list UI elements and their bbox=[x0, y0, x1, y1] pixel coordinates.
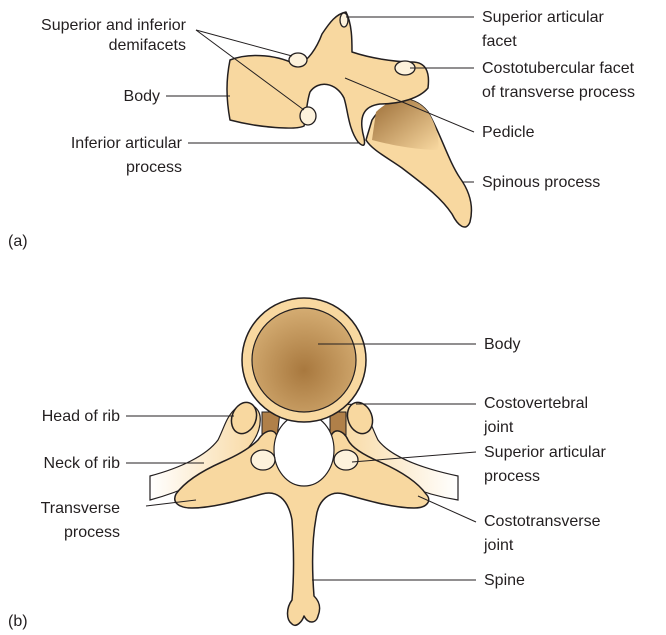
label-superior-facet-line1: Superior articular bbox=[482, 9, 605, 26]
label-costotubercular-line2: of transverse process bbox=[482, 84, 635, 101]
label-superior-articular-line1: Superior articular bbox=[484, 444, 607, 461]
label-body-a: Body bbox=[124, 88, 160, 105]
label-costotubercular-line1: Costotubercular facet bbox=[482, 60, 635, 77]
inferior-demifacet-shape bbox=[300, 107, 316, 125]
label-spinous-process: Spinous process bbox=[482, 174, 600, 191]
panel-a-tag: (a) bbox=[8, 233, 28, 250]
left-superior-articular-process bbox=[251, 450, 275, 470]
label-head-of-rib: Head of rib bbox=[42, 408, 120, 425]
pedicle-shading bbox=[372, 99, 439, 150]
label-demifacets-line2: demifacets bbox=[109, 37, 186, 54]
label-neck-of-rib: Neck of rib bbox=[44, 455, 121, 472]
label-costovertebral-line2: joint bbox=[483, 419, 514, 436]
demifacets-leader-1 bbox=[196, 30, 292, 56]
label-spine: Spine bbox=[484, 572, 525, 589]
label-superior-articular-line2: process bbox=[484, 468, 540, 485]
label-costotransverse-line1: Costotransverse bbox=[484, 513, 601, 530]
label-inferior-articular-line1: Inferior articular bbox=[71, 135, 183, 152]
vertebral-foramen bbox=[274, 414, 334, 486]
panel-b: Body Head of rib Neck of rib Transverse … bbox=[8, 298, 607, 630]
costotransverse-leader bbox=[418, 496, 476, 522]
right-superior-articular-process bbox=[334, 450, 358, 470]
label-demifacets-line1: Superior and inferior bbox=[41, 17, 187, 34]
panel-a: Superior and inferior demifacets Body In… bbox=[8, 9, 635, 250]
vertebral-body-inner bbox=[252, 308, 356, 412]
label-costovertebral-line1: Costovertebral bbox=[484, 395, 588, 412]
label-transverse-line1: Transverse bbox=[41, 500, 121, 517]
superior-articular-facet-shape bbox=[340, 13, 348, 27]
panel-b-tag: (b) bbox=[8, 613, 28, 630]
label-transverse-line2: process bbox=[64, 524, 120, 541]
label-body-b: Body bbox=[484, 336, 520, 353]
label-superior-facet-line2: facet bbox=[482, 33, 517, 50]
label-inferior-articular-line2: process bbox=[126, 159, 182, 176]
label-pedicle: Pedicle bbox=[482, 124, 535, 141]
superior-demifacet-shape bbox=[289, 53, 307, 67]
label-costotransverse-line2: joint bbox=[483, 537, 514, 554]
